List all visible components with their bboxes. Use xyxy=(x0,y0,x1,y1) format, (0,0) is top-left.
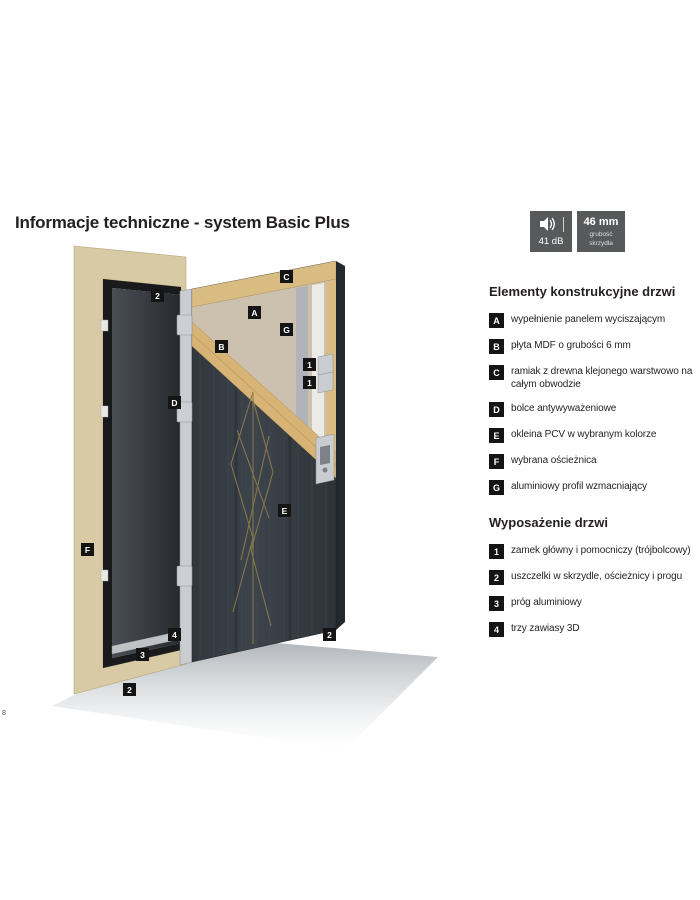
legend-item-text: uszczelki w skrzydle, ościeżnicy i progu xyxy=(511,571,683,582)
door-leaf xyxy=(176,260,345,666)
diagram-label: E xyxy=(278,504,291,517)
page-title: Informacje techniczne - system Basic Plu… xyxy=(15,213,350,232)
decor-pattern xyxy=(230,391,274,644)
diagram-label: 1 xyxy=(303,376,316,389)
diagram-label: 2 xyxy=(151,289,164,302)
legend-key-badge: G xyxy=(489,480,504,495)
legend-item-1: 1 zamek główny i pomocniczy (trójbolcowy… xyxy=(489,544,700,559)
speaker-icon xyxy=(539,216,564,232)
diagram-label: 3 xyxy=(136,648,149,661)
diagram-label: A xyxy=(248,306,261,319)
thickness-sub1: grubość xyxy=(589,230,613,238)
legend-key-badge: 1 xyxy=(489,544,504,559)
diagram-label: 2 xyxy=(123,683,136,696)
page-number: 8 xyxy=(2,710,6,717)
alu-profile xyxy=(296,286,308,427)
legend-key-badge: C xyxy=(489,365,504,380)
legend-item-B: B płyta MDF o grubości 6 mm xyxy=(489,339,700,354)
equipment-heading: Wyposażenie drzwi xyxy=(489,515,608,530)
diagram-label: B xyxy=(215,340,228,353)
acoustic-value: 41 dB xyxy=(538,236,564,247)
diagram-label: F xyxy=(81,543,94,556)
legend-item-text: bolce antywyważeniowe xyxy=(511,403,617,414)
legend-item-4: 4 trzy zawiasy 3D xyxy=(489,622,700,637)
legend-item-A: A wypełnienie panelem wyciszającym xyxy=(489,313,700,328)
diagram-label: 2 xyxy=(323,628,336,641)
legend-item-2: 2 uszczelki w skrzydle, ościeżnicy i pro… xyxy=(489,570,700,585)
legend-item-text: próg aluminiowy xyxy=(511,597,582,608)
legend-key-badge: 3 xyxy=(489,596,504,611)
legend-key-badge: B xyxy=(489,339,504,354)
legend-item-D: D bolce antywyważeniowe xyxy=(489,402,700,417)
diagram-label: D xyxy=(168,396,181,409)
legend-item-3: 3 próg aluminiowy xyxy=(489,596,700,611)
legend-item-G: G aluminiowy profil wzmacniający xyxy=(489,480,700,495)
legend-key-badge: D xyxy=(489,402,504,417)
legend-item-text: płyta MDF o grubości 6 mm xyxy=(511,340,631,351)
legend-column: Elementy konstrukcyjne drzwi A wypełnien… xyxy=(489,284,700,648)
legend-item-text: aluminiowy profil wzmacniający xyxy=(511,481,647,492)
legend-item-F: F wybrana ościeżnica xyxy=(489,454,700,469)
legend-key-badge: A xyxy=(489,313,504,328)
badge-separator xyxy=(562,216,564,232)
legend-key-badge: 2 xyxy=(489,570,504,585)
legend-item-text: zamek główny i pomocniczy (trójbolcowy) xyxy=(511,545,691,556)
legend-item-text: trzy zawiasy 3D xyxy=(511,623,580,634)
lock-hardware xyxy=(315,353,335,485)
acoustic-badge: 41 dB xyxy=(530,211,572,252)
door-frame xyxy=(73,245,187,695)
construction-heading: Elementy konstrukcyjne drzwi xyxy=(489,284,676,299)
thickness-badge: 46 mm grubość skrzydła xyxy=(577,211,625,252)
diagram-label: 4 xyxy=(168,628,181,641)
thickness-value: 46 mm xyxy=(583,216,619,228)
legend-key-badge: F xyxy=(489,454,504,469)
legend-key-badge: E xyxy=(489,428,504,443)
diagram-label: C xyxy=(280,270,293,283)
diagram-label: 1 xyxy=(303,358,316,371)
legend-item-text: ramiak z drewna klejonego warstwowo na c… xyxy=(511,366,693,390)
legend-item-E: E okleina PCV w wybranym kolorze xyxy=(489,428,700,443)
legend-item-text: okleina PCV w wybranym kolorze xyxy=(511,429,657,440)
thickness-sub2: skrzydła xyxy=(589,240,613,247)
legend-key-badge: 4 xyxy=(489,622,504,637)
diagram-label: G xyxy=(280,323,293,336)
legend-item-C: C ramiak z drewna klejonego warstwowo na… xyxy=(489,365,700,391)
legend-item-text: wybrana ościeżnica xyxy=(511,455,597,466)
legend-item-text: wypełnienie panelem wyciszającym xyxy=(511,314,666,325)
